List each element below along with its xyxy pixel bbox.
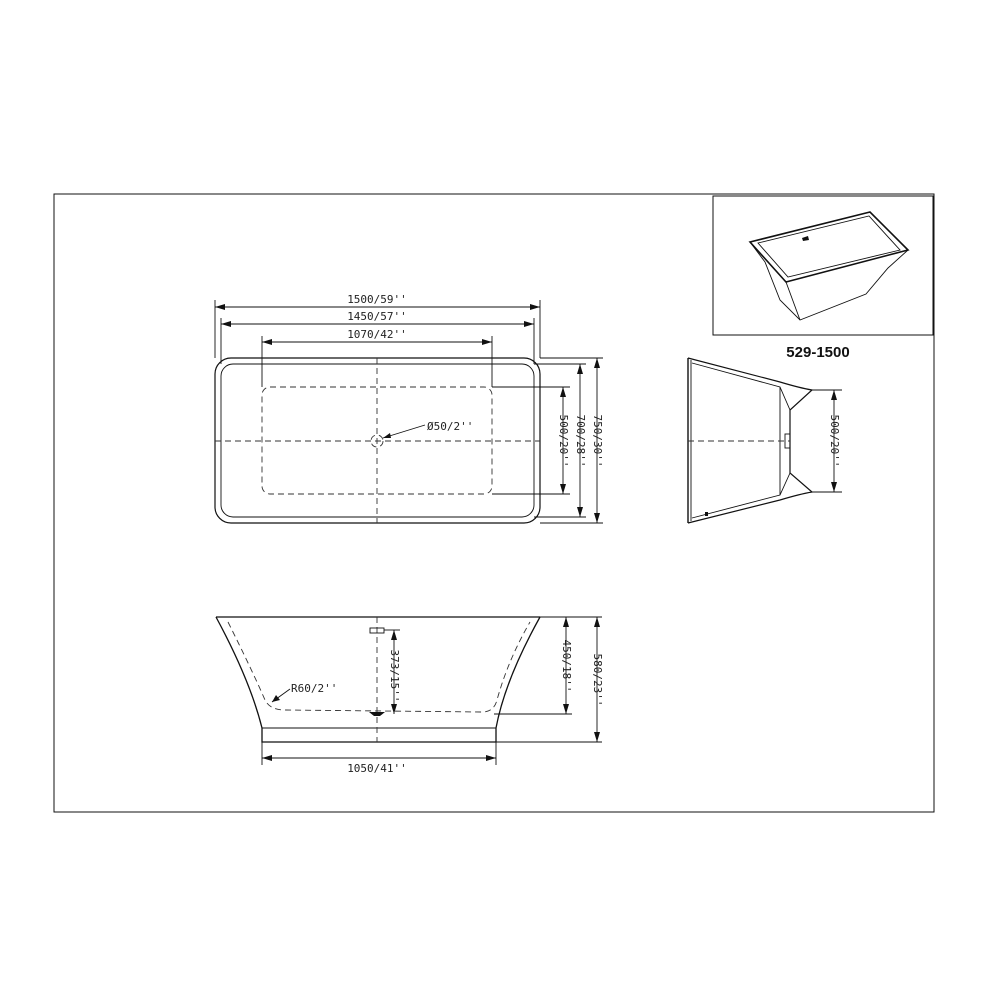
corner-radius-label: R60/2'' <box>291 682 337 695</box>
front-view: R60/2'' 373/15'' 450/18'' 580/23'' <box>215 616 604 775</box>
drain-outlet-icon <box>369 712 385 716</box>
side-view: 500/20'' <box>687 357 842 524</box>
dim-overall-height: 580/23'' <box>496 616 604 743</box>
product-thumbnail <box>712 195 934 336</box>
dim-drain-height: 373/15'' <box>384 629 401 714</box>
drain-height-label: 373/15'' <box>388 650 401 703</box>
overall-length-label: 1500/59'' <box>347 293 407 306</box>
dim-rim-width: 700/28'' <box>534 363 587 518</box>
top-view-floor-outline <box>261 386 493 495</box>
rim-width-label: 700/28'' <box>574 415 587 468</box>
dim-floor-width: 500/20'' <box>492 386 570 495</box>
top-view-outer-rim <box>214 357 541 524</box>
side-view-outline <box>687 357 814 524</box>
front-view-inner-basin <box>227 621 531 713</box>
bathtub-isometric-icon <box>748 211 910 321</box>
dim-inner-depth: 450/18'' <box>494 616 573 715</box>
top-view: Ø50/2'' 1500/59'' 1450/57'' 1070/42'' <box>214 293 604 524</box>
rim-length-label: 1450/57'' <box>347 310 407 323</box>
dim-rim-length: 1450/57'' <box>220 310 535 364</box>
drain-diameter-label: Ø50/2'' <box>427 420 473 433</box>
model-number: 529-1500 <box>786 344 849 361</box>
inner-depth-label: 450/18'' <box>560 640 573 693</box>
drain-icon <box>370 434 384 448</box>
dim-base-length: 1050/41'' <box>261 742 497 775</box>
side-floor-width-label: 500/20'' <box>828 415 841 468</box>
overall-width-label: 750/30'' <box>591 415 604 468</box>
dim-floor-length: 1070/42'' <box>261 328 493 387</box>
front-view-outer-shape <box>215 616 541 743</box>
sheet-border <box>53 193 935 813</box>
top-view-inner-rim <box>220 363 535 518</box>
dim-side-floor-width: 500/20'' <box>812 389 842 493</box>
base-length-label: 1050/41'' <box>347 762 407 775</box>
dim-overall-width: 750/30'' <box>540 357 604 524</box>
floor-width-label: 500/20'' <box>557 415 570 468</box>
overall-height-label: 580/23'' <box>591 654 604 707</box>
floor-length-label: 1070/42'' <box>347 328 407 341</box>
dim-overall-length: 1500/59'' <box>214 293 541 358</box>
thumbnail-frame <box>712 195 934 336</box>
overflow-icon <box>369 627 385 634</box>
